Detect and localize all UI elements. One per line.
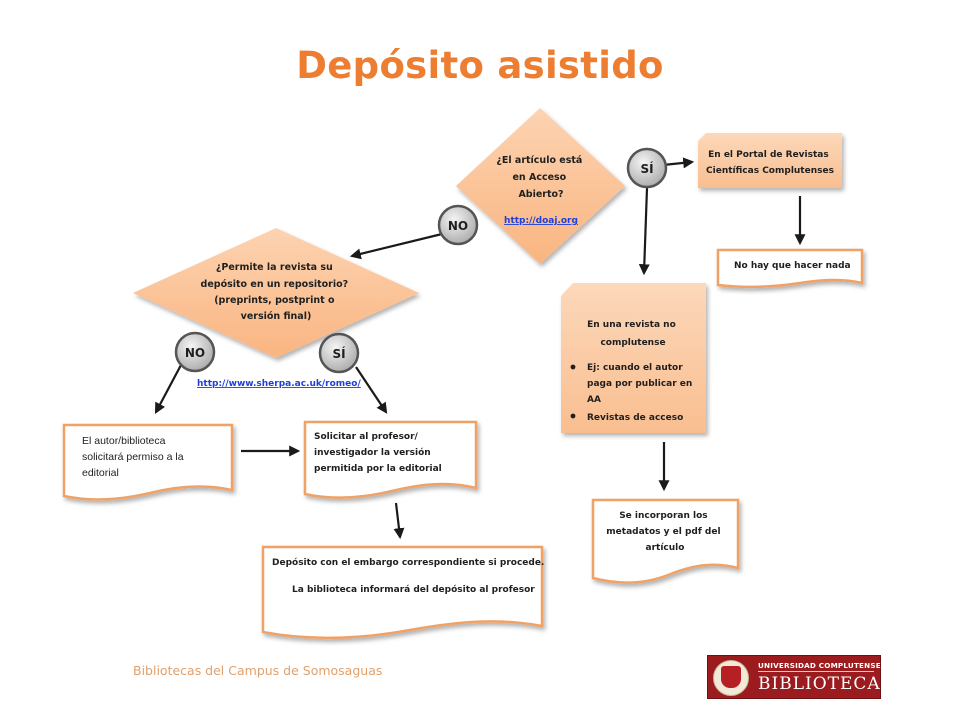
svg-text:Se incorporan los metad: Se incorporan los metadatos y el pdf del… xyxy=(606,511,723,553)
badge-si-left: SÍ xyxy=(318,332,360,374)
arrow-si-to-portal xyxy=(662,157,695,169)
autor-permiso-line: El autor/biblioteca xyxy=(82,435,166,447)
decision-repository-line: ¿Permite la revista su xyxy=(216,262,333,273)
bullet-dot xyxy=(570,413,576,419)
incorporan-line: artículo xyxy=(646,543,685,553)
incorporan-box: Se incorporan los metadatos y el pdf del… xyxy=(591,498,740,584)
bullet-dot xyxy=(570,364,576,370)
connectors xyxy=(154,157,806,540)
portal-box: En el Portal de Revistas Científicas Com… xyxy=(698,133,842,188)
arrow-solicitar-to-deposito xyxy=(393,502,405,540)
sherpa-link[interactable]: http://www.sherpa.ac.uk/romeo/ xyxy=(197,379,361,389)
arrow-si-to-solicitar xyxy=(355,366,388,414)
footer-text: Bibliotecas del Campus de Somosaguas xyxy=(133,663,383,678)
svg-text:Ej: cuando el autor pag: Ej: cuando el autor paga por publicar en… xyxy=(587,363,695,405)
solicitar-line: Solicitar al profesor/ xyxy=(314,432,419,442)
no-complutense-box: En una revista no complutense Ej: cuando… xyxy=(561,283,706,433)
autor-permiso-line: editorial xyxy=(82,467,119,479)
decision-open-access: ¿El artículo está en Acceso Abierto? htt… xyxy=(456,108,625,264)
autor-permiso-line: solicitará permiso a la xyxy=(82,451,184,463)
svg-text:En el Portal de Revistas: En el Portal de Revistas Científicas Com… xyxy=(706,150,834,176)
arrow-no-to-autor xyxy=(154,364,182,414)
badge-no-left: NO xyxy=(174,331,216,373)
badge-si-left-label: SÍ xyxy=(332,346,346,361)
no-complutense-bullet-line: Revistas de acceso xyxy=(587,413,683,423)
solicitar-line: investigador la versión xyxy=(314,447,431,458)
nada-box: No hay que hacer nada xyxy=(716,248,864,289)
incorporan-line: Se incorporan los xyxy=(619,511,707,521)
svg-text:¿El artículo está en Acc: ¿El artículo está en Acceso Abierto? xyxy=(496,155,585,200)
decision-repository-line: (preprints, postprint o xyxy=(214,295,335,306)
arrow-si-to-no-complutense xyxy=(638,187,650,276)
no-complutense-line: En una revista no xyxy=(587,320,676,330)
solicitar-box: Solicitar al profesor/ investigador la v… xyxy=(303,420,478,499)
solicitar-line: permitida por la editorial xyxy=(314,464,442,474)
svg-text:En una revista no complu: En una revista no complutense xyxy=(587,320,679,348)
autor-permiso-box: El autor/biblioteca solicitará permiso a… xyxy=(62,423,234,501)
deposito-line: Depósito con el embargo correspondiente … xyxy=(272,557,544,568)
deposito-box: Depósito con el embargo correspondiente … xyxy=(261,545,544,640)
decision-repository-line: depósito en un repositorio? xyxy=(201,279,349,290)
decision-open-access-line: en Acceso xyxy=(512,172,566,183)
doaj-link[interactable]: http://doaj.org xyxy=(504,216,578,226)
logo-biblioteca-name: BIBLIOTECA xyxy=(758,674,881,694)
decision-open-access-line: ¿El artículo está xyxy=(496,155,582,166)
portal-line: En el Portal de Revistas xyxy=(708,150,829,160)
biblioteca-logo: UNIVERSIDAD COMPLUTENSE BIBLIOTECA xyxy=(708,656,881,698)
no-complutense-bullet-line: paga por publicar en xyxy=(587,379,692,389)
badge-no-top: NO xyxy=(437,204,479,246)
badge-si-top: SÍ xyxy=(626,147,668,189)
badge-si-top-label: SÍ xyxy=(640,161,654,176)
university-seal-icon xyxy=(713,660,749,696)
svg-text:El autor/biblioteca soli: El autor/biblioteca solicitará permiso a… xyxy=(82,435,186,479)
deposito-line: La biblioteca informará del depósito al … xyxy=(292,584,535,595)
portal-line: Científicas Complutenses xyxy=(706,166,834,176)
no-complutense-bullet-line: AA xyxy=(587,395,601,405)
incorporan-line: metadatos y el pdf del xyxy=(606,527,720,537)
badge-no-top-label: NO xyxy=(448,219,468,233)
no-complutense-bullet-line: Ej: cuando el autor xyxy=(587,363,683,373)
svg-text:¿Permite la revista su d: ¿Permite la revista su depósito en un re… xyxy=(201,262,352,322)
arrow-no-to-repository xyxy=(349,232,443,260)
nada-text: No hay que hacer nada xyxy=(734,261,851,271)
page-title: Depósito asistido xyxy=(296,44,664,87)
decision-repository-line: versión final) xyxy=(241,311,312,322)
logo-university-name: UNIVERSIDAD COMPLUTENSE xyxy=(758,661,881,670)
no-complutense-line: complutense xyxy=(600,338,665,348)
badge-no-left-label: NO xyxy=(185,346,205,360)
decision-repository: ¿Permite la revista su depósito en un re… xyxy=(133,228,419,358)
svg-text:Solicitar al profesor/: Solicitar al profesor/ investigador la v… xyxy=(314,432,442,474)
decision-open-access-line: Abierto? xyxy=(518,189,563,200)
